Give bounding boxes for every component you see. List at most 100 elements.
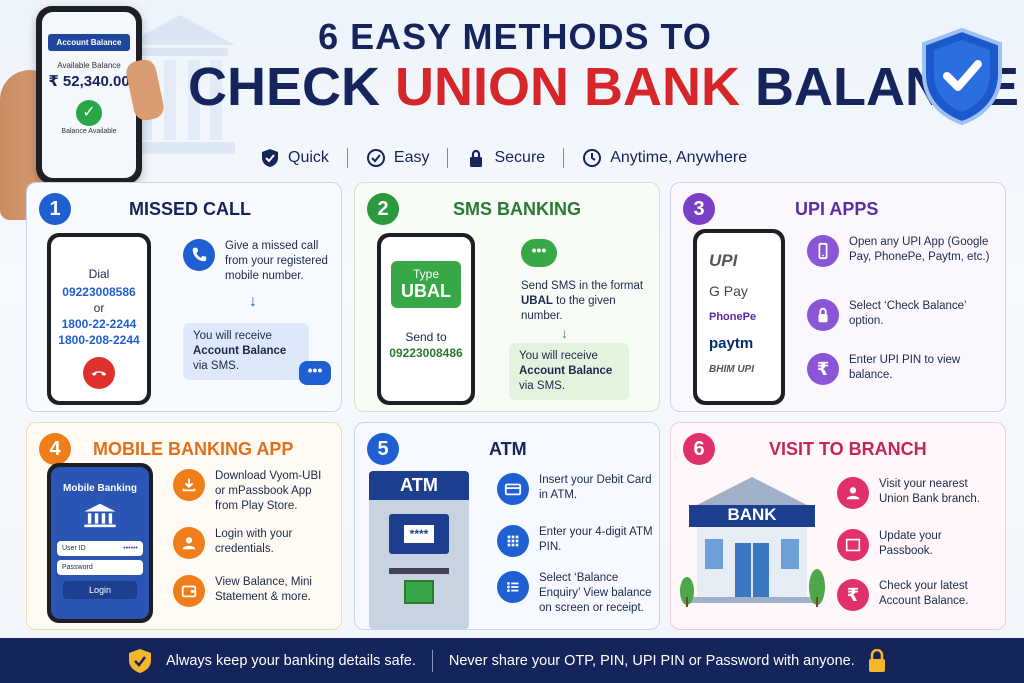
tagline-label: Quick [288,149,329,166]
atm-step-3: Select ‘Balance Enquiry’ View balance on… [497,571,653,616]
tagline-quick: Quick [260,148,329,168]
mobile-step-2: Login with your credentials. [173,527,333,559]
hero-phone-screen: Account Balance Available Balance ₹ 52,3… [42,12,136,178]
atm-sign: ATM [369,471,469,500]
arrow-down-icon: ↓ [249,293,257,310]
method-title: VISIT TO BRANCH [769,439,927,459]
dial-label: Dial [88,267,110,281]
step-text: Give a missed call from your registered … [225,240,328,282]
atm-step-1: Insert your Debit Card in ATM. [497,473,653,505]
title-check: CHECK [188,57,396,117]
method-title: UPI APPS [795,199,879,219]
arrow-down-icon: ↓ [561,325,568,341]
step-code: UBAL [521,295,553,307]
rupee-icon: ₹ [837,579,869,611]
method-title: MOBILE BANKING APP [93,439,294,459]
paytm-logo: paytm [709,335,754,352]
mobile-icon [807,235,839,267]
send-to-number: 09223008486 [389,346,463,360]
end-call-icon [83,357,115,389]
method-card-atm: 5 ATM ATM **** Insert your Debit Card in… [354,422,660,630]
result-line: You will receive [519,350,598,362]
upi-phone: UPI G Pay PhonePe paytm BHIM UPI [693,229,785,405]
lock-icon [807,299,839,331]
step-text: Download Vyom-UBI or mPassbook App from … [215,470,322,512]
mobile-step-3: View Balance, Mini Statement & more. [173,575,333,607]
step-text: Select ‘Balance Enquiry’ View balance on… [539,572,652,614]
balance-status: Balance Available [61,128,117,135]
passbook-icon [837,529,869,561]
wallet-icon [173,575,205,607]
sms-phone-screen: Type UBAL Send to 09223008486 [381,237,471,401]
lock-icon [868,648,885,672]
result-line: via SMS. [519,380,566,392]
tagline: Quick Easy Secure Anytime, Anywhere [260,148,747,168]
method-card-visit-branch: 6 VISIT TO BRANCH BANK Visit your neares… [670,422,1006,630]
upi-step-2: Select ‘Check Balance’ option. [807,299,997,331]
footer-warning-text: Never share your OTP, PIN, UPI PIN or Pa… [448,652,855,669]
chat-bubble-icon: ••• [299,361,331,385]
page-title-line2: CHECK UNION BANK BALANCE [188,56,1019,118]
dial-or: or [93,301,105,315]
atm-step-2: Enter your 4-digit ATM PIN. [497,525,653,557]
dial-number-2: 1800-22-2244 [61,317,137,331]
title-union-bank: UNION BANK [395,57,741,117]
atm-pin-mask: **** [403,525,435,543]
atm-screen: **** [389,514,449,554]
gpay-logo: G Pay [709,283,748,299]
sms-type-label: Type [412,267,439,281]
lock-icon [470,149,483,167]
user-id-mask: •••••• [123,545,138,552]
method-title: MISSED CALL [129,199,252,219]
missed-call-phone-screen: Dial 09223008586 or 1800-22-2244 1800-20… [51,237,147,401]
step-text: Insert your Debit Card in ATM. [539,474,652,501]
page-title-line1: 6 EASY METHODS TO [318,16,712,57]
missed-call-result: You will receive Account Balance via SMS… [183,323,309,380]
check-circle-icon [366,149,385,167]
result-line: via SMS. [193,360,240,372]
account-balance-bar: Account Balance [48,34,130,51]
result-line: You will receive [193,330,272,342]
password-label: Password [62,564,93,571]
method-card-mobile-banking: 4 MOBILE BANKING APP Mobile Banking User… [26,422,342,630]
step-text: Open any UPI App (Google Pay, PhonePe, P… [849,236,990,263]
download-icon [173,469,205,501]
result-bold: Account Balance [193,345,287,357]
balance-amount: ₹ 52,340.00 [48,73,130,90]
dial-number-3: 1800-208-2244 [58,333,140,347]
phone-icon [183,239,215,271]
dial-number-1: 09223008586 [62,285,136,299]
footer-right: Never share your OTP, PIN, UPI PIN or Pa… [448,648,887,673]
shield-check-icon [922,27,1002,126]
sms-step-1: Send SMS in the format UBAL to the given… [521,279,647,324]
footer-divider [431,649,433,672]
login-button: Login [63,581,137,599]
mobile-banking-phone: Mobile Banking User ID •••••• Password L… [47,463,153,623]
bank-sign: BANK [727,505,777,524]
method-number: 3 [683,193,715,225]
footer-left: Always keep your banking details safe. [128,648,416,674]
mobile-banking-screen: Mobile Banking User ID •••••• Password L… [51,467,149,619]
step-text: Enter your 4-digit ATM PIN. [539,526,653,553]
mobile-banking-header: Mobile Banking [63,483,137,494]
step-text: Enter UPI PIN to view balance. [849,354,961,381]
sms-message-bubble: Type UBAL [391,261,461,308]
shield-check-icon [129,648,151,673]
step-text: to the given number. [521,295,616,322]
tagline-secure: Secure [466,148,545,168]
method-number: 4 [39,433,71,465]
sms-phone: Type UBAL Send to 09223008486 [377,233,475,405]
mobile-step-1: Download Vyom-UBI or mPassbook App from … [173,469,333,514]
card-icon [497,473,529,505]
method-title: SMS BANKING [453,199,582,219]
password-field: Password [57,560,143,575]
upi-phone-screen: UPI G Pay PhonePe paytm BHIM UPI [697,233,781,401]
upi-step-3: ₹ Enter UPI PIN to view balance. [807,353,997,385]
step-text: Visit your nearest Union Bank branch. [879,478,981,505]
method-title: ATM [489,439,527,459]
step-text: View Balance, Mini Statement & more. [215,576,312,603]
upi-step-1: Open any UPI App (Google Pay, PhonePe, P… [807,235,997,267]
missed-call-step-1: Give a missed call from your registered … [183,239,333,284]
step-text: Check your latest Account Balance. [879,580,969,607]
hero-phone-status-bar [42,12,136,34]
